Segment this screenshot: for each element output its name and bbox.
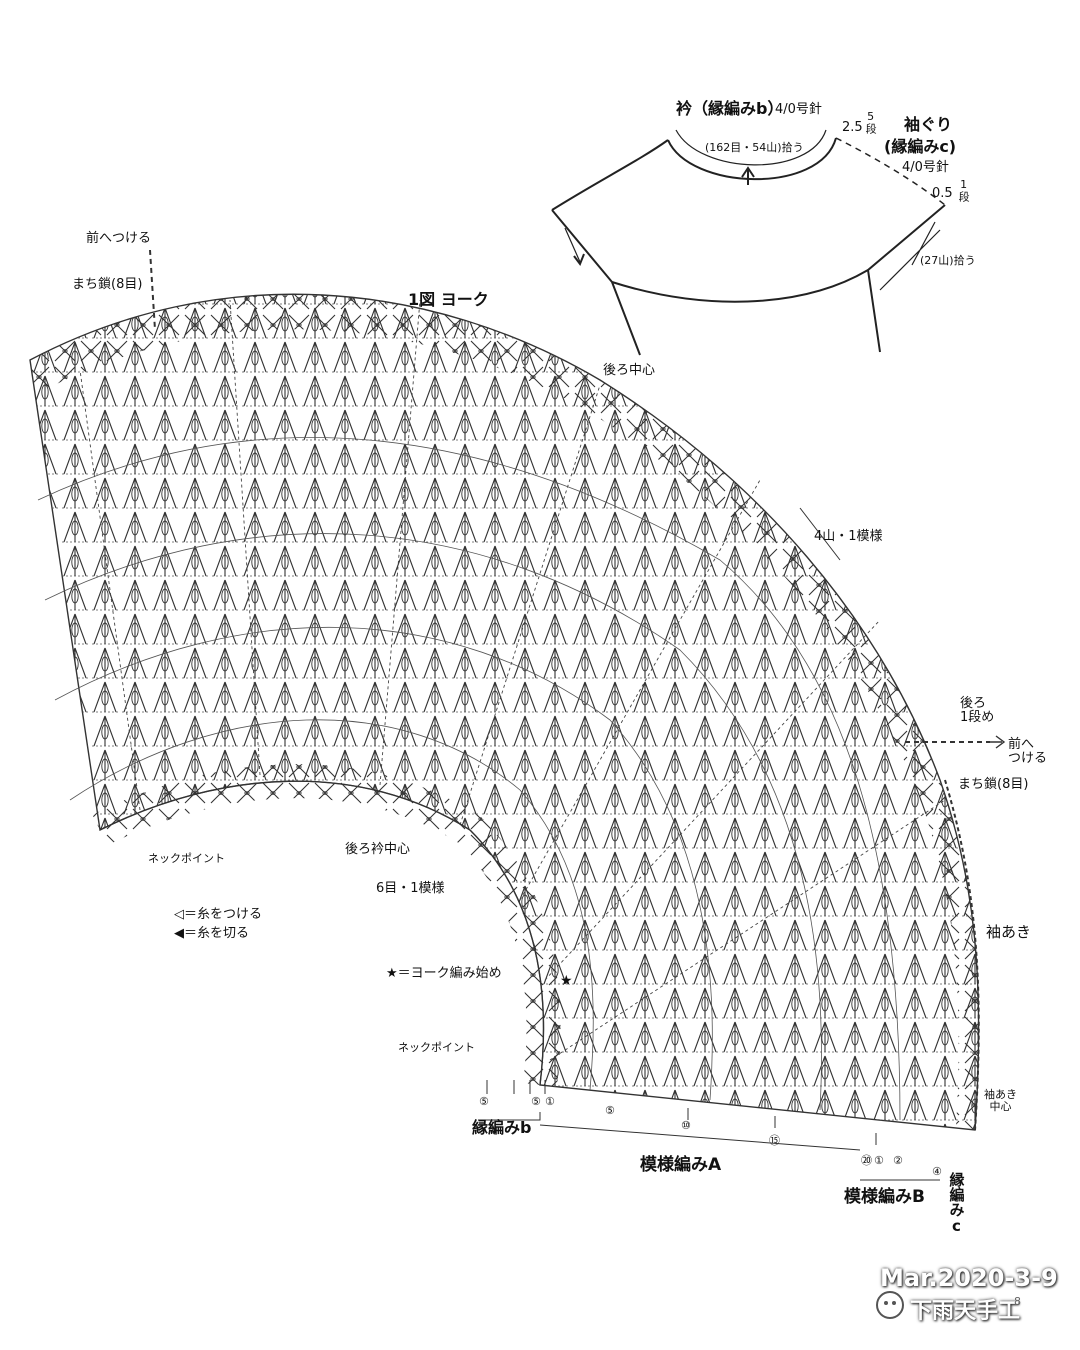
repeat-4-label: 4山・1模様 bbox=[814, 529, 883, 544]
collar-needle: 4/0号針 bbox=[775, 102, 822, 117]
row-mark: ② bbox=[893, 1154, 903, 1167]
row-mark: ⑤ bbox=[605, 1104, 615, 1117]
armhole-needle: 4/0号針 bbox=[902, 160, 949, 175]
svg-text:★: ★ bbox=[560, 973, 573, 989]
row-mark: ① bbox=[874, 1154, 884, 1167]
armhole-title: 袖ぐり bbox=[904, 115, 953, 134]
row-mark: ④ bbox=[932, 1165, 942, 1178]
sleeve-opening-label: 袖あき bbox=[986, 923, 1032, 941]
pattern-a-label: 模様編みA bbox=[640, 1155, 722, 1175]
row-mark: ⑳ bbox=[861, 1154, 872, 1167]
gusset-chain-left-label: まち鎖(8目) bbox=[72, 277, 143, 292]
legend-attach: ◁＝糸をつける bbox=[174, 907, 262, 922]
watermark-date: Mar.2020-3-9 bbox=[880, 1264, 1058, 1292]
row-mark: ⑤ bbox=[479, 1095, 489, 1108]
start-mark-label: ★＝ヨーク編み始め bbox=[386, 966, 502, 981]
row-mark: ⑮ bbox=[769, 1134, 780, 1147]
edge-b-label: 縁編みb bbox=[472, 1118, 532, 1137]
page-number: 8 bbox=[1014, 1295, 1021, 1308]
armhole-rows: 1段 bbox=[957, 178, 971, 202]
legend-cut: ◀＝糸を切る bbox=[174, 926, 249, 941]
armhole-depth: 0.5 bbox=[932, 186, 953, 201]
sleeve-center-label: 袖あき 中心 bbox=[984, 1088, 1017, 1114]
row-mark: ① bbox=[545, 1095, 555, 1108]
watermark-logo bbox=[876, 1291, 904, 1319]
row-mark: ⑩ bbox=[681, 1119, 691, 1132]
armhole-pickup: (27山)拾う bbox=[920, 254, 976, 267]
back-neck-center-label: 後ろ衿中心 bbox=[345, 842, 411, 857]
collar-depth: 2.5 bbox=[842, 120, 863, 135]
armhole-pattern: (縁編みc) bbox=[884, 137, 957, 156]
attach-front-right-label: 前へ つける bbox=[1008, 737, 1048, 767]
edge-c-label: 縁編みc bbox=[947, 1172, 966, 1235]
row-mark: ⑤ bbox=[531, 1095, 541, 1108]
watermark-account: 下雨天手工 bbox=[910, 1299, 1021, 1324]
neck-point-label-2: ネックポイント bbox=[398, 1041, 475, 1054]
back-row1-label: 後ろ 1段め bbox=[960, 696, 995, 726]
repeat-6-label: 6目・1模様 bbox=[376, 881, 445, 896]
pattern-b-label: 模様編みB bbox=[844, 1187, 925, 1207]
collar-rows: 5段 bbox=[864, 110, 878, 134]
neck-point-label-1: ネックポイント bbox=[148, 852, 225, 865]
gusset-chain-right-label: まち鎖(8目) bbox=[958, 777, 1029, 792]
chart-title: 1図 ヨーク bbox=[408, 290, 489, 309]
yoke-body: ★ bbox=[29, 249, 1006, 1181]
collar-schematic bbox=[551, 129, 946, 356]
back-center-label: 後ろ中心 bbox=[603, 363, 656, 378]
collar-label: 衿（縁編みb） bbox=[676, 99, 784, 118]
collar-pickup: (162目・54山)拾う bbox=[705, 141, 804, 154]
attach-front-left-label: 前へつける bbox=[86, 231, 152, 246]
